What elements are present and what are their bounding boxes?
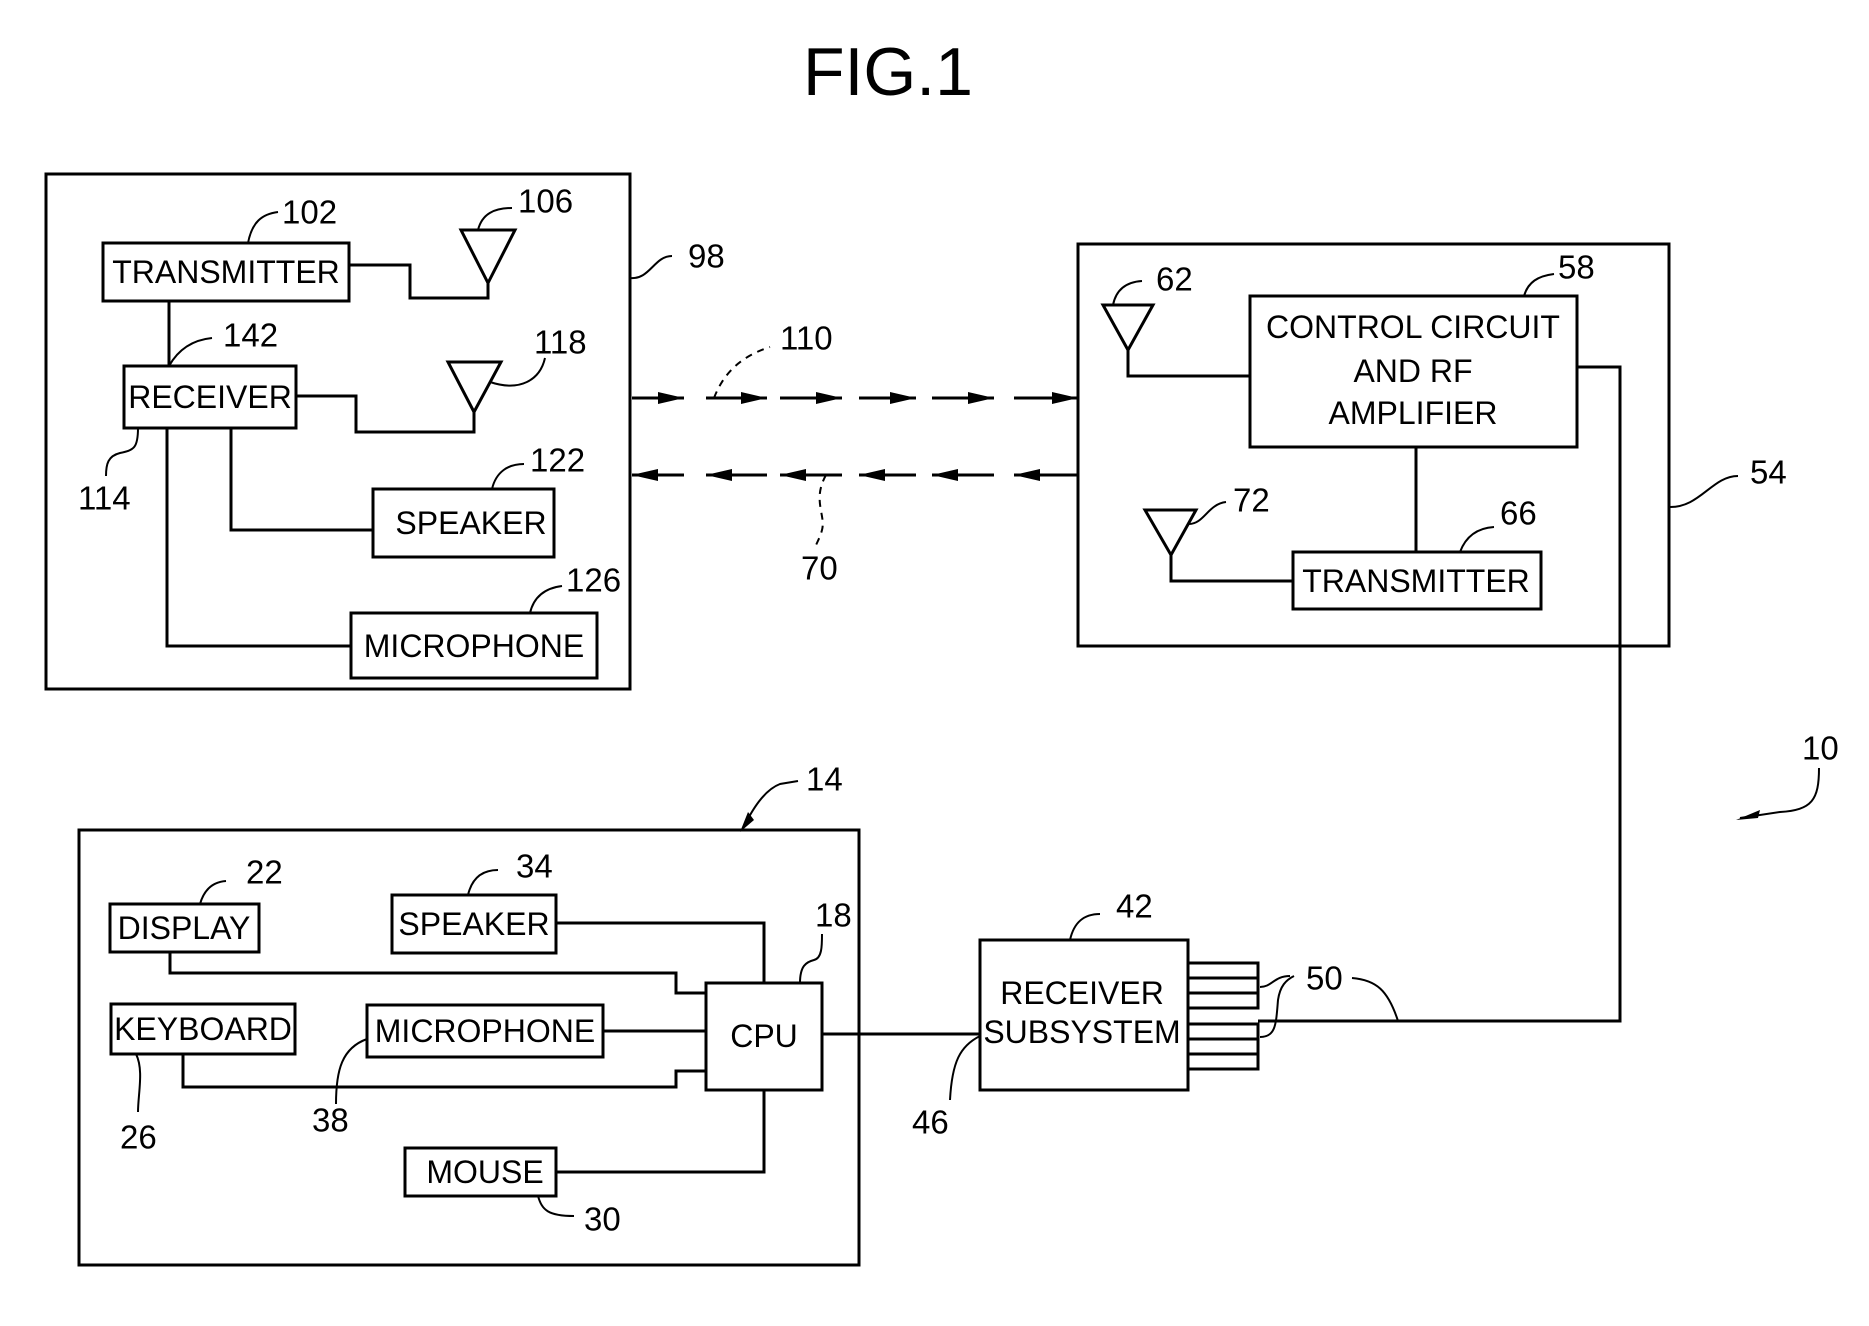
receiver-subsystem-line1: RECEIVER [1000,975,1164,1011]
ref-98: 98 [688,238,725,275]
ref-102: 102 [282,194,337,231]
ref-26: 26 [120,1119,157,1156]
connector-port [1188,978,1258,993]
leader-10 [1740,768,1819,818]
computer-unit: 14 DISPLAY 22 SPEAKER 34 CPU 18 KEYBOARD… [79,761,859,1266]
connector-port [1188,1054,1258,1069]
base-unit: CONTROL CIRCUIT AND RF AMPLIFIER 58 62 T… [1078,244,1787,646]
ref-30: 30 [584,1201,621,1238]
uplink-signal [632,392,1078,404]
ref-58: 58 [1558,249,1595,286]
arrow-left-icon [932,469,958,481]
computer-speaker-label: SPEAKER [398,906,549,942]
downlink-signal [632,469,1078,481]
arrow-left-icon [706,469,732,481]
leader-54 [1669,476,1738,507]
ref-142: 142 [223,317,278,354]
leader-70 [815,475,826,548]
ref-122: 122 [530,442,585,479]
connector-port [1188,993,1258,1008]
ref-118: 118 [534,324,587,361]
handset-unit: TRANSMITTER 102 106 RECEIVER 142 114 118… [46,174,725,689]
handset-speaker-label: SPEAKER [395,505,546,541]
handset-transmitter-label: TRANSMITTER [112,254,340,290]
ref-106: 106 [518,183,573,220]
connector-ports-top [1188,963,1258,1008]
ref-46: 46 [912,1104,949,1141]
leader-50-cable [1352,978,1398,1021]
ref-42: 42 [1116,888,1153,925]
arrow-right-icon [816,392,842,404]
ref-110: 110 [780,320,833,357]
arrow-right-icon [1052,392,1078,404]
control-circuit-line1: CONTROL CIRCUIT [1266,309,1560,345]
ref-50: 50 [1306,960,1343,997]
connector-port [1188,1024,1258,1039]
arrow-right-icon [968,392,994,404]
ref-18: 18 [815,897,852,934]
ref-34: 34 [516,848,553,885]
ref-38: 38 [312,1102,349,1139]
ref-54: 54 [1750,454,1787,491]
control-circuit-line3: AMPLIFIER [1329,395,1498,431]
ref-22: 22 [246,854,283,891]
computer-microphone-label: MICROPHONE [375,1013,595,1049]
ref-114: 114 [78,480,131,517]
figure-title: FIG.1 [803,34,973,110]
leader-46 [950,1036,980,1100]
ref-66: 66 [1500,495,1537,532]
arrow-right-icon [890,392,916,404]
handset-microphone-label: MICROPHONE [364,628,584,664]
arrow-left-icon [859,469,885,481]
connector-port [1188,963,1258,978]
arrow-left-icon [632,469,658,481]
base-transmitter-label: TRANSMITTER [1302,563,1530,599]
receiver-subsystem: RECEIVER SUBSYSTEM 42 50 46 [912,888,1398,1141]
leader-98 [630,256,672,278]
ref-72: 72 [1233,482,1270,519]
wireless-links: 110 70 [632,320,1078,587]
handset-receiver-label: RECEIVER [128,379,292,415]
leader-10-arrowhead [1736,810,1760,820]
arrow-right-icon [741,392,767,404]
arrow-left-icon [1014,469,1040,481]
ref-14: 14 [806,761,843,798]
display-label: DISPLAY [118,910,251,946]
ref-10: 10 [1802,730,1839,767]
leader-42 [1070,914,1100,940]
mouse-label: MOUSE [426,1154,543,1190]
connector-port [1188,1039,1258,1054]
leader-110 [714,347,770,398]
ref-62: 62 [1156,261,1193,298]
system-reference: 10 [1736,730,1839,821]
keyboard-label: KEYBOARD [114,1011,292,1047]
arrow-left-icon [780,469,806,481]
cpu-label: CPU [730,1018,798,1054]
arrow-right-icon [658,392,684,404]
receiver-subsystem-line2: SUBSYSTEM [983,1014,1180,1050]
control-circuit-line2: AND RF [1353,353,1472,389]
ref-126: 126 [566,562,621,599]
ref-70: 70 [801,550,838,587]
connector-ports-bottom [1188,1024,1258,1069]
